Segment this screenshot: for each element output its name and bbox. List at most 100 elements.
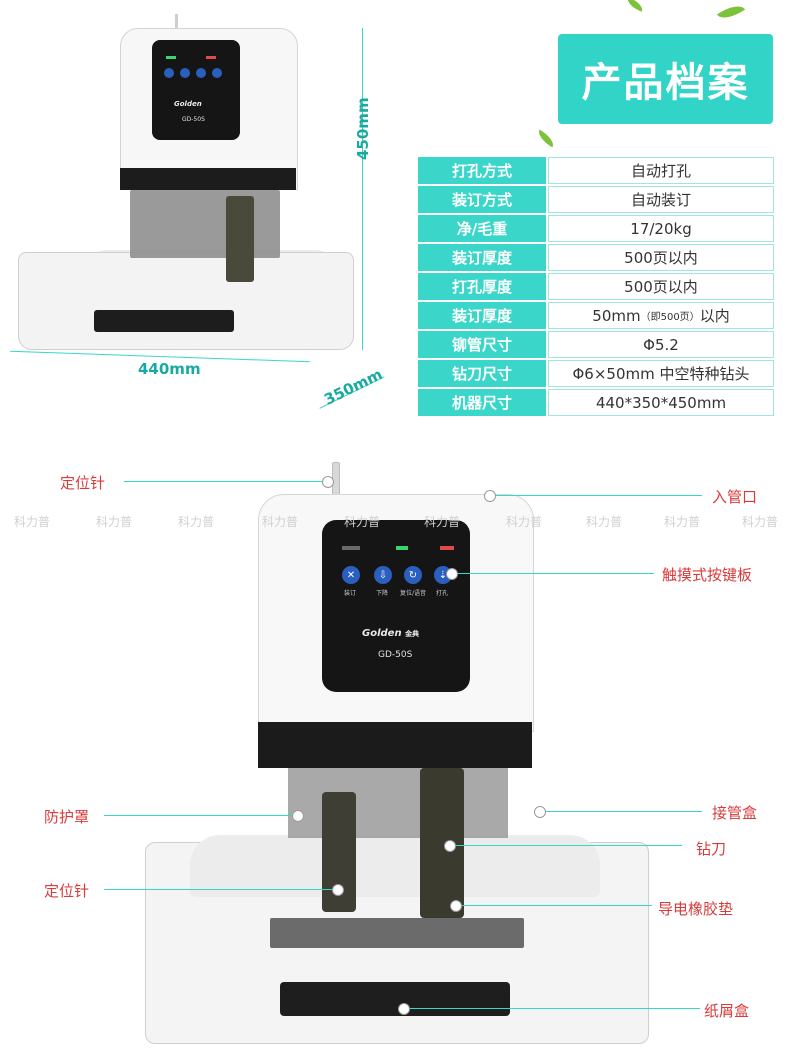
spec-value: Φ6×50mm 中空特种钻头 — [548, 360, 774, 387]
spec-key: 钻刀尺寸 — [418, 360, 546, 387]
machine-band — [258, 722, 532, 768]
callout-dot — [484, 490, 496, 502]
status-light — [396, 546, 408, 550]
model-label: GD-50S — [378, 650, 413, 660]
watermark: 科力普 — [96, 515, 133, 529]
callout-dot — [332, 884, 344, 896]
indicator-light — [342, 546, 360, 550]
spec-value: 17/20kg — [548, 215, 774, 242]
spec-row: 打孔厚度 500页以内 — [418, 273, 774, 300]
spec-key: 打孔方式 — [418, 157, 546, 184]
width-dimension-label: 440mm — [138, 360, 201, 378]
height-dimension-line — [362, 28, 363, 350]
machine-band-small — [120, 168, 296, 190]
key-label: 下降 — [376, 590, 389, 597]
spec-row: 钻刀尺寸 Φ6×50mm 中空特种钻头 — [418, 360, 774, 387]
callout-dot — [450, 900, 462, 912]
machine-base-small — [18, 252, 354, 350]
brand-name-cn: 金典 — [405, 630, 420, 638]
callout-dot — [322, 476, 334, 488]
callout-line — [458, 573, 654, 574]
drill-small — [226, 196, 254, 282]
callout-line — [462, 905, 652, 906]
callout-line — [496, 495, 702, 496]
callout-dot — [534, 806, 546, 818]
reset-icon — [196, 68, 206, 78]
punch-icon — [212, 68, 222, 78]
key-label: 打孔 — [436, 590, 449, 597]
callout-guard: 防护罩 — [44, 808, 90, 826]
spec-key: 净/毛重 — [418, 215, 546, 242]
status-light-small — [166, 56, 176, 59]
product-profile-banner: 产品档案 — [558, 34, 773, 124]
watermark: 科力普 — [14, 515, 51, 529]
callout-tube-box: 接管盒 — [712, 804, 758, 822]
callout-dot — [444, 840, 456, 852]
drill-column — [420, 768, 464, 918]
spec-key: 装订厚度 — [418, 302, 546, 329]
callout-line — [456, 845, 682, 846]
reset-icon[interactable]: ↻ — [404, 566, 422, 584]
spec-value-suffix: 以内 — [699, 307, 730, 325]
guard-window-small — [130, 190, 280, 258]
callout-dot — [446, 568, 458, 580]
binding-icon[interactable]: ✕ — [342, 566, 360, 584]
spec-value: 自动打孔 — [548, 157, 774, 184]
spec-value: 500页以内 — [548, 273, 774, 300]
brand-logo-small: Golden — [174, 100, 202, 108]
watermark: 科力普 — [262, 515, 299, 529]
callout-positioning-pin-top: 定位针 — [60, 474, 106, 492]
spec-row: 铆管尺寸 Φ5.2 — [418, 331, 774, 358]
callout-dot — [292, 810, 304, 822]
leaf-icon — [625, 0, 645, 12]
spec-value: 440*350*450mm — [548, 389, 774, 416]
callout-line — [104, 889, 332, 890]
model-label-small: GD-50S — [182, 116, 205, 123]
callout-line — [124, 481, 324, 482]
leaf-icon — [535, 129, 557, 148]
key-label: 装订 — [344, 590, 357, 597]
spec-row: 打孔方式 自动打孔 — [418, 157, 774, 184]
spec-row: 装订方式 自动装订 — [418, 186, 774, 213]
callout-line — [104, 815, 294, 816]
alarm-light — [440, 546, 454, 550]
watermark: 科力普 — [178, 515, 215, 529]
binding-icon — [164, 68, 174, 78]
spec-row: 装订厚度 50mm （即500页） 以内 — [418, 302, 774, 329]
callout-scrap-box: 纸屑盒 — [704, 1002, 750, 1020]
scrap-slot-small — [94, 310, 234, 332]
spec-value: 500页以内 — [548, 244, 774, 271]
key-label: 复位/语音 — [400, 590, 427, 597]
watermark: 科力普 — [664, 515, 701, 529]
spec-key: 装订方式 — [418, 186, 546, 213]
watermark: 科力普 — [586, 515, 623, 529]
callout-touch-panel: 触摸式按键板 — [662, 566, 753, 584]
spec-key: 装订厚度 — [418, 244, 546, 271]
brand-logo: Golden 金典 — [362, 628, 419, 639]
spec-key: 机器尺寸 — [418, 389, 546, 416]
watermark: 科力普 — [742, 515, 779, 529]
spec-row: 净/毛重 17/20kg — [418, 215, 774, 242]
down-arrow-icon[interactable]: ⇩ — [374, 566, 392, 584]
spec-row: 装订厚度 500页以内 — [418, 244, 774, 271]
spec-value-main: 50mm — [592, 306, 641, 325]
watermark: 科力普 — [424, 515, 461, 529]
watermark: 科力普 — [344, 515, 381, 529]
control-panel-small: Golden GD-50S — [152, 40, 240, 140]
alarm-light-small — [206, 56, 216, 59]
positioning-pin-small — [175, 14, 178, 32]
callout-dot — [398, 1003, 410, 1015]
callout-tube-inlet: 入管口 — [712, 488, 758, 506]
spec-row: 机器尺寸 440*350*450mm — [418, 389, 774, 416]
down-arrow-icon — [180, 68, 190, 78]
conductive-rubber-pad — [270, 918, 524, 948]
watermark: 科力普 — [506, 515, 543, 529]
spec-value-note: （即500页） — [640, 312, 700, 323]
spec-key: 铆管尺寸 — [418, 331, 546, 358]
brand-name: Golden — [362, 628, 402, 639]
guard-window — [288, 768, 508, 838]
leaf-icon — [716, 0, 746, 25]
callout-rubber-pad: 导电橡胶垫 — [658, 900, 734, 918]
callout-line — [546, 811, 702, 812]
spec-key: 打孔厚度 — [418, 273, 546, 300]
